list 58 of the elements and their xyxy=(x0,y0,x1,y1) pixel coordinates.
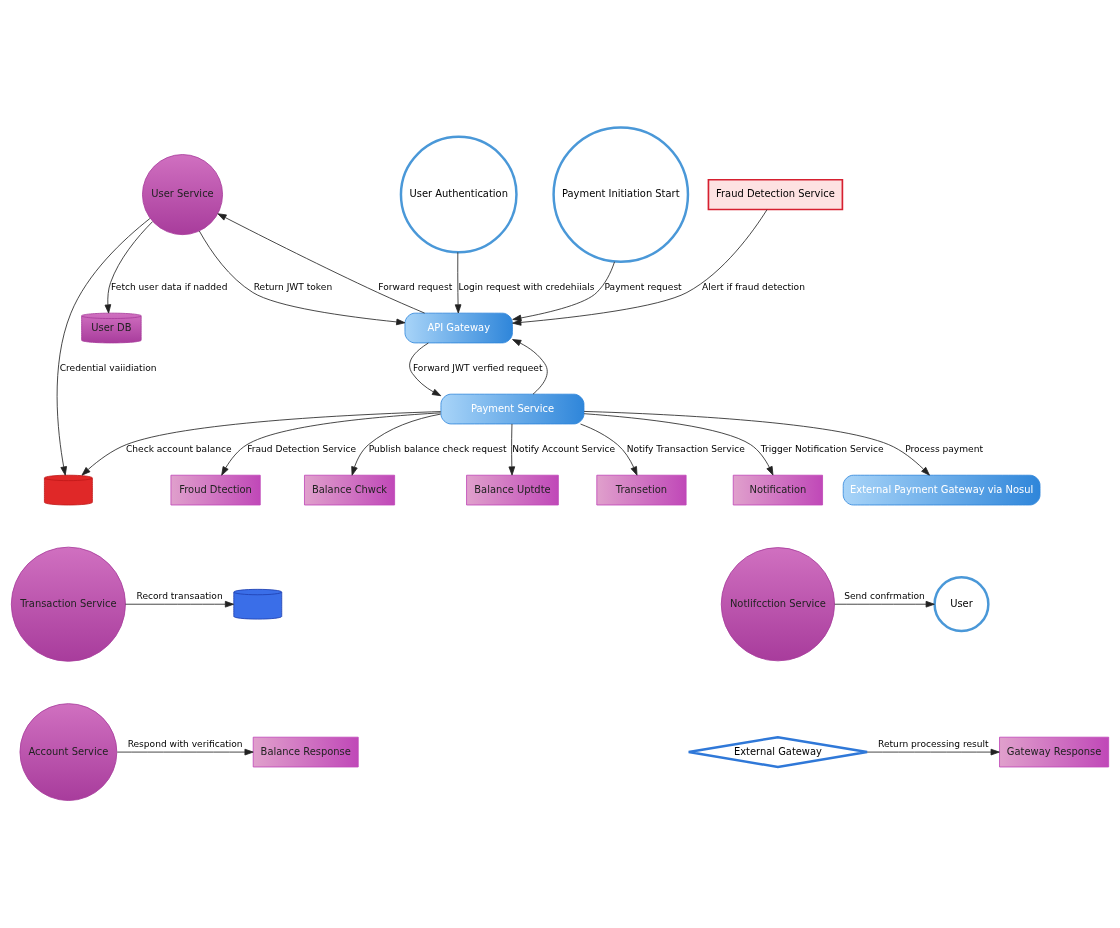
edge-label: Forward request xyxy=(378,281,453,292)
arrow xyxy=(508,423,516,476)
edge-label: Alert if fraud detection xyxy=(702,281,805,292)
arrow xyxy=(834,600,935,608)
edge-label: Respond with verification xyxy=(127,738,243,749)
edge-label: Process payment xyxy=(905,443,983,454)
arrow xyxy=(217,213,425,314)
edge-label: Return processing result xyxy=(878,738,989,749)
arrow xyxy=(583,413,774,476)
edge-label: Forward JWT verfied requeet xyxy=(412,362,543,373)
node-box: Fraud Detection Service xyxy=(707,178,844,211)
node-circle: User Authentication xyxy=(399,135,518,254)
arrow xyxy=(221,412,442,476)
edge-label: Trigger Notification Service xyxy=(760,443,884,454)
edge-label: Fraud Detection Service xyxy=(247,443,356,454)
node-box: Balance Response xyxy=(252,736,359,768)
node-box: Froud Dtection xyxy=(170,474,261,506)
node-box: Notification xyxy=(732,474,823,506)
arrow xyxy=(580,423,638,476)
node-circle: Payment Initiation Start xyxy=(552,126,690,263)
node-circle: Notlifcction Service xyxy=(720,547,835,662)
arrow xyxy=(81,411,442,476)
node-diamond: External Gateway xyxy=(687,735,869,769)
arrow xyxy=(198,230,406,326)
edge-label: Notify Transaction Service xyxy=(626,443,745,454)
node-circle: Account Service xyxy=(19,703,118,801)
edge-label: Credential vaiidiation xyxy=(59,362,157,373)
node-box: External Payment Gateway via Nosul xyxy=(842,474,1041,506)
node-box: Balance Chwck xyxy=(304,474,396,506)
node-box: Transetion xyxy=(596,474,687,506)
edge-label: Publish balance check request xyxy=(368,443,507,454)
edge-label: Check account balance xyxy=(125,443,232,454)
arrow xyxy=(512,209,768,326)
edge-label: Fetch user data if nadded xyxy=(111,281,228,292)
node-circle: Transaction Service xyxy=(10,546,126,662)
edge-label: Payment request xyxy=(604,281,682,292)
edge-label: Login request with credehiials xyxy=(458,281,595,292)
arrow xyxy=(409,342,442,397)
arrow xyxy=(104,221,153,314)
node-box: Balance Uptdte xyxy=(466,474,559,506)
arrow xyxy=(351,413,442,476)
arrow xyxy=(866,748,1000,756)
node-box: Payment Service xyxy=(440,393,585,425)
node-circle: User Service xyxy=(142,154,223,236)
arrow xyxy=(56,218,151,476)
node-box: Gateway Response xyxy=(999,736,1110,768)
arrow xyxy=(116,748,254,756)
node-circle: User xyxy=(933,576,990,633)
edge-label: Notify Account Service xyxy=(512,443,616,454)
arrow xyxy=(583,411,930,476)
edge-label: Send confrmation xyxy=(844,591,925,602)
arrow xyxy=(454,251,462,314)
edge-label: Return JWT token xyxy=(253,281,333,292)
arrow xyxy=(512,339,548,395)
node-box: API Gateway xyxy=(404,312,513,344)
arrow xyxy=(125,600,235,608)
edge-label: Record transaation xyxy=(136,591,223,602)
arrow xyxy=(512,261,615,322)
